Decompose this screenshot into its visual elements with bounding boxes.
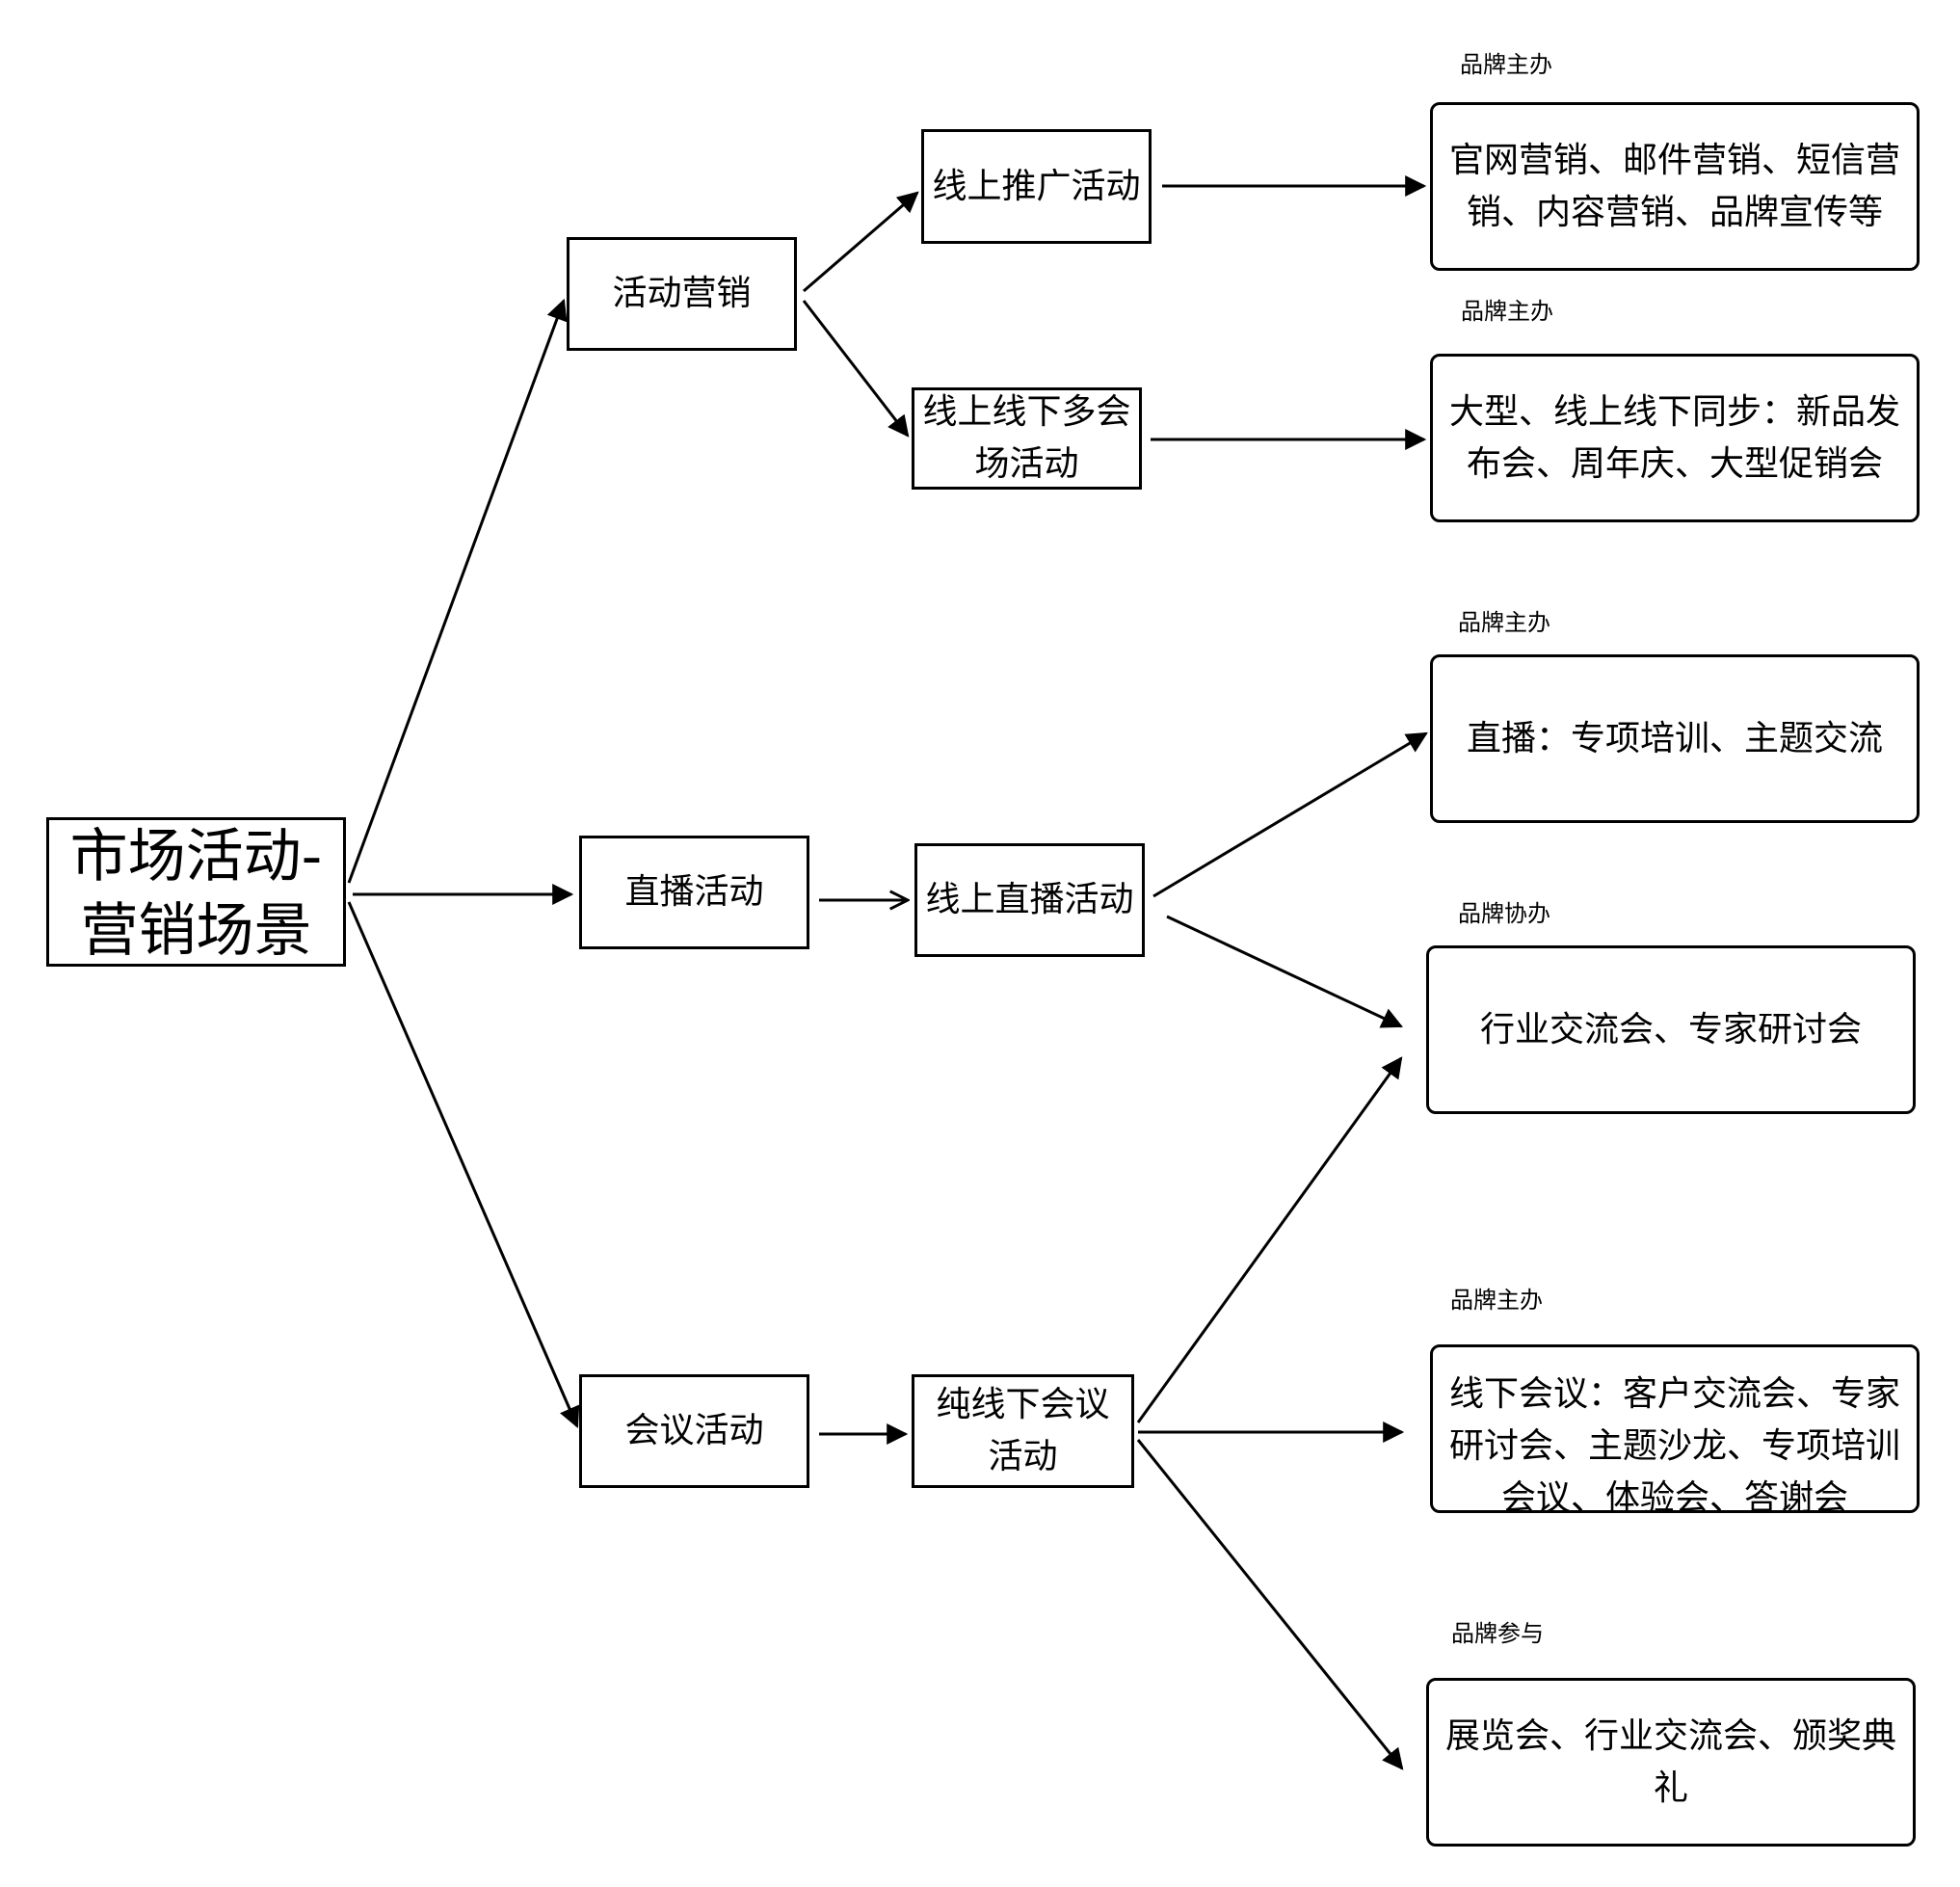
connector-offline-to-exhibitions	[1136, 1439, 1404, 1770]
outcome-web-marketing: 官网营销、邮件营销、短信营销、内容营销、品牌宣传等	[1430, 102, 1920, 271]
channel-online-live: 线上直播活动	[914, 843, 1145, 957]
category-live-streaming: 直播活动	[579, 836, 809, 949]
outcome-offline-meetings: 线下会议：客户交流会、专家研讨会、主题沙龙、专项培训会议、体验会、答谢会	[1430, 1344, 1920, 1513]
connector-root-to-conference	[347, 901, 580, 1429]
outcome-live-training: 直播：专项培训、主题交流	[1430, 654, 1920, 823]
channel-online-promotion: 线上推广活动	[921, 129, 1152, 244]
connector-offline-to-industry-exchange	[1136, 1056, 1403, 1423]
category-conference: 会议活动	[579, 1374, 809, 1488]
category-activity-marketing: 活动营销	[567, 237, 797, 351]
connector-online-live-to-industry-exchange	[1166, 915, 1403, 1028]
connector-activity-to-online-promotion	[803, 191, 919, 293]
connector-activity-to-multi-venue	[802, 300, 910, 438]
root-node: 市场活动-营销场景	[46, 817, 346, 967]
outcome-exhibitions: 展览会、行业交流会、颁奖典礼	[1426, 1678, 1916, 1847]
channel-online-offline-multi-venue: 线上线下多会场活动	[912, 387, 1142, 490]
role-label-web-marketing: 品牌主办	[1460, 51, 1552, 78]
connector-root-to-activity-marketing	[347, 298, 568, 884]
role-label-exhibitions: 品牌参与	[1451, 1620, 1544, 1647]
outcome-large-sync-events: 大型、线上线下同步：新品发布会、周年庆、大型促销会	[1430, 354, 1920, 522]
role-label-live-training: 品牌主办	[1458, 609, 1550, 636]
connector-online-live-to-live-training	[1152, 731, 1428, 898]
role-label-large-sync-events: 品牌主办	[1461, 298, 1553, 325]
outcome-industry-exchange: 行业交流会、专家研讨会	[1426, 945, 1916, 1114]
channel-offline-conference: 纯线下会议活动	[912, 1374, 1134, 1488]
role-label-industry-exchange: 品牌协办	[1458, 900, 1550, 927]
role-label-offline-meetings: 品牌主办	[1450, 1287, 1543, 1314]
